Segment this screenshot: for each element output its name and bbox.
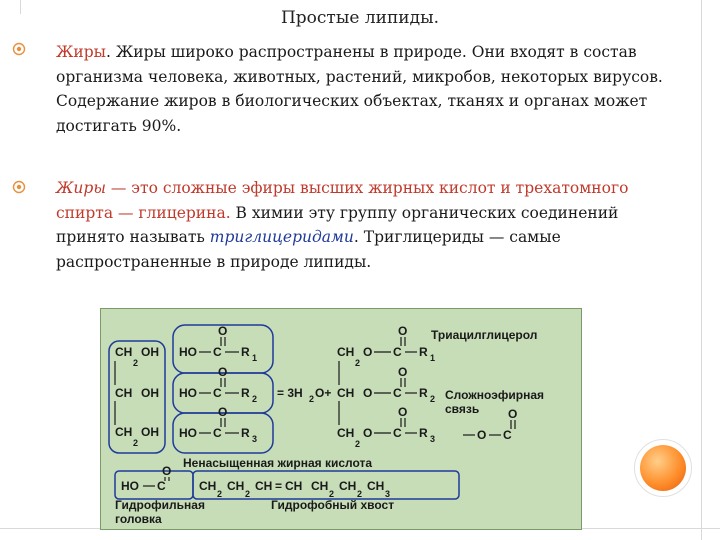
frame-line-right xyxy=(701,0,702,540)
svg-text:O: O xyxy=(363,386,372,400)
triglyceride-term: триглицеридами xyxy=(209,228,354,247)
triacylglycerol-label: Триацилглицерол xyxy=(431,328,537,342)
svg-text:2: 2 xyxy=(133,438,138,448)
bullet-icon xyxy=(12,180,26,194)
svg-text:2: 2 xyxy=(357,489,362,499)
svg-text:O: O xyxy=(218,324,227,338)
svg-text:C: C xyxy=(157,479,166,493)
ester-bond-label-1: Сложноэфирная xyxy=(445,388,544,402)
svg-text:CH: CH xyxy=(285,479,302,493)
svg-text:CH: CH xyxy=(227,479,244,493)
svg-text:O+: O+ xyxy=(315,386,331,400)
ester-bond-label-2: связь xyxy=(445,402,479,416)
ester-bond-formula: O C O xyxy=(463,407,517,442)
svg-text:R: R xyxy=(419,345,428,359)
svg-text:=: = xyxy=(275,479,282,493)
svg-text:HO: HO xyxy=(179,345,197,359)
svg-text:C: C xyxy=(213,426,222,440)
decor-orange-ball xyxy=(640,445,686,491)
fats-definition-tail: . Триглицериды — самые распространенные … xyxy=(56,228,561,271)
svg-text:3: 3 xyxy=(252,434,257,444)
svg-text:1: 1 xyxy=(252,353,257,363)
svg-text:OH: OH xyxy=(141,425,159,439)
svg-text:2: 2 xyxy=(245,489,250,499)
svg-text:2: 2 xyxy=(430,394,435,404)
svg-text:2: 2 xyxy=(329,489,334,499)
svg-text:O: O xyxy=(363,345,372,359)
svg-text:= 3H: = 3H xyxy=(277,386,303,400)
svg-text:HO: HO xyxy=(179,426,197,440)
svg-text:CH: CH xyxy=(115,386,132,400)
fats-definition-red: — это сложные эфиры высших жирных кислот… xyxy=(56,179,629,222)
svg-text:CH: CH xyxy=(367,479,384,493)
frame-line-left xyxy=(20,0,21,14)
fats-lead-italic: Жиры xyxy=(56,179,106,197)
svg-text:2: 2 xyxy=(133,358,138,368)
hydrophilic-label-1: Гидрофильная xyxy=(115,498,205,512)
svg-text:C: C xyxy=(503,428,512,442)
svg-text:R: R xyxy=(241,345,250,359)
unsaturated-acid-label: Ненасыщенная жирная кислота xyxy=(183,456,372,470)
svg-text:R: R xyxy=(241,386,250,400)
svg-text:CH: CH xyxy=(337,345,354,359)
slide-title: Простые липиды. xyxy=(280,8,440,28)
svg-text:2: 2 xyxy=(355,358,360,368)
svg-text:R: R xyxy=(241,426,250,440)
hydrophilic-label-2: головка xyxy=(115,512,162,526)
svg-text:C: C xyxy=(393,426,402,440)
fats-lead: Жиры xyxy=(56,43,107,61)
svg-text:R: R xyxy=(419,426,428,440)
paragraph-fats-definition: Жиры — это сложные эфиры высших жирных к… xyxy=(56,176,676,274)
svg-text:O: O xyxy=(218,405,227,419)
svg-text:C: C xyxy=(213,345,222,359)
svg-text:HO: HO xyxy=(179,386,197,400)
svg-text:OH: OH xyxy=(141,386,159,400)
svg-text:3: 3 xyxy=(430,434,435,444)
svg-text:O: O xyxy=(477,428,486,442)
svg-text:R: R xyxy=(419,386,428,400)
svg-text:CH: CH xyxy=(337,386,354,400)
svg-text:OH: OH xyxy=(141,345,159,359)
svg-text:C: C xyxy=(393,386,402,400)
fats-definition-text: В химии эту группу органических соединен… xyxy=(56,203,619,247)
fats-overview-text: . Жиры широко распространены в природе. … xyxy=(56,43,663,135)
svg-text:HO: HO xyxy=(121,479,139,493)
svg-text:O: O xyxy=(398,405,407,419)
svg-text:2: 2 xyxy=(252,394,257,404)
svg-text:C: C xyxy=(213,386,222,400)
svg-text:O: O xyxy=(508,407,517,421)
svg-text:CH: CH xyxy=(115,425,132,439)
hydrophobic-label: Гидрофобный хвост xyxy=(271,498,394,512)
svg-text:CH: CH xyxy=(199,479,216,493)
svg-text:O: O xyxy=(363,426,372,440)
paragraph-fats-overview: Жиры. Жиры широко распространены в приро… xyxy=(56,40,676,138)
svg-text:O: O xyxy=(162,464,171,478)
svg-text:1: 1 xyxy=(430,353,435,363)
svg-text:C: C xyxy=(393,345,402,359)
svg-text:CH: CH xyxy=(337,426,354,440)
svg-text:O: O xyxy=(398,365,407,379)
svg-text:3: 3 xyxy=(385,489,390,499)
svg-text:CH: CH xyxy=(339,479,356,493)
svg-text:CH: CH xyxy=(115,345,132,359)
svg-text:2: 2 xyxy=(355,439,360,449)
svg-text:2: 2 xyxy=(217,489,222,499)
svg-text:O: O xyxy=(398,324,407,338)
svg-text:O: O xyxy=(218,365,227,379)
svg-text:CH: CH xyxy=(311,479,328,493)
svg-text:2: 2 xyxy=(309,394,314,404)
bullet-icon xyxy=(12,42,26,56)
decor-ring xyxy=(634,439,692,497)
svg-text:CH: CH xyxy=(255,479,272,493)
